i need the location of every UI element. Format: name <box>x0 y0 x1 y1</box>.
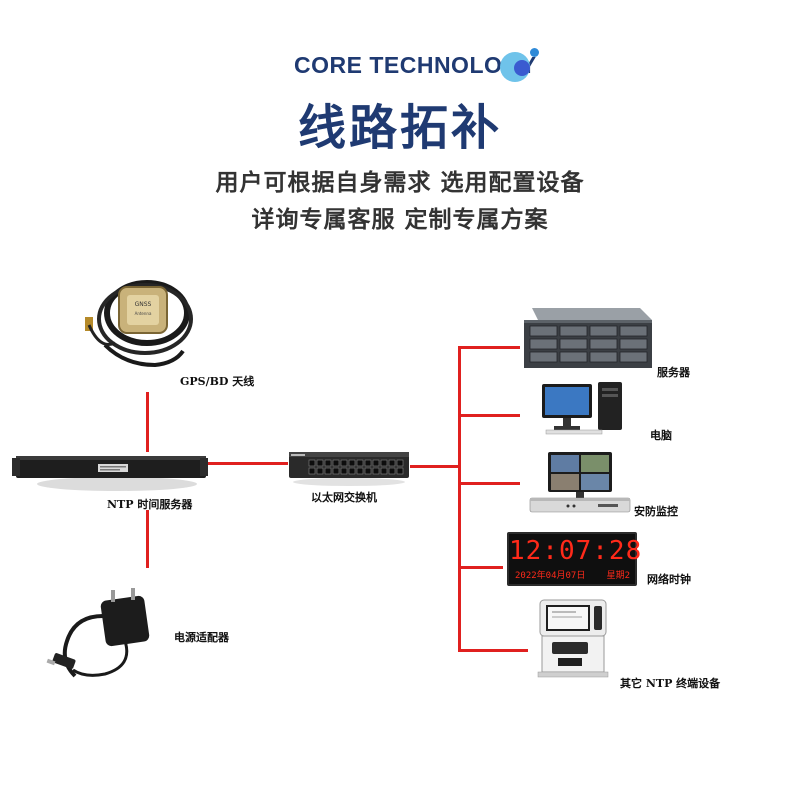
server-drive-bay <box>619 325 648 337</box>
switch-port <box>356 467 364 475</box>
network-clock-display: 12:07:28 2022年04月07日 星期2 <box>507 532 643 586</box>
svg-text:GNSS: GNSS <box>135 301 152 308</box>
link-bus-terminal <box>458 649 528 652</box>
switch-port <box>364 459 372 467</box>
switch-port <box>340 459 348 467</box>
link-ntp-switch <box>202 462 288 465</box>
svg-text:Antenna: Antenna <box>135 311 152 316</box>
link-switch-bus <box>410 465 460 468</box>
switch-port <box>332 467 340 475</box>
subtitle-line-2: 详询专属客服 定制专属方案 <box>251 207 549 233</box>
clock-label: 网络时钟 <box>647 573 691 586</box>
server-label: 服务器 <box>657 366 690 379</box>
server-drive-bay <box>619 351 648 363</box>
clock-date-text: 2022年04月07日 <box>515 571 586 581</box>
switch-port <box>396 459 404 467</box>
switch-port <box>364 467 372 475</box>
clock-time-text: 12:07:28 <box>509 536 643 566</box>
switch-port <box>380 459 388 467</box>
switch-port <box>380 467 388 475</box>
link-bus-pc <box>458 414 520 417</box>
brand-logo-text: CORE TECHNOLOGY <box>294 52 537 78</box>
gps-antenna-label: GPS/BD 天线 <box>180 375 255 388</box>
server-drive-bay <box>559 338 588 350</box>
switch-port <box>396 467 404 475</box>
server-drive-bay <box>589 325 618 337</box>
switch-port <box>356 459 364 467</box>
switch-port <box>308 467 316 475</box>
switch-port <box>348 459 356 467</box>
link-bus-security <box>458 482 520 485</box>
switch-port <box>372 467 380 475</box>
switch-port <box>308 459 316 467</box>
brand-logo-dots-icon <box>500 44 550 82</box>
terminal-label: 其它 NTP 终端设备 <box>620 677 721 690</box>
server-drive-bay <box>529 325 558 337</box>
switch-port <box>316 459 324 467</box>
gps-antenna-icon: GNSS Antenna <box>85 280 193 368</box>
ntp-server-label: NTP 时间服务器 <box>107 498 193 511</box>
pc-label: 电脑 <box>650 429 672 442</box>
desktop-pc-icon <box>542 382 622 435</box>
server-drive-bay <box>529 351 558 363</box>
link-bus-server <box>458 346 520 349</box>
switch-port <box>340 467 348 475</box>
power-adapter-icon <box>46 588 150 678</box>
ethernet-switch-icon <box>289 452 409 486</box>
power-adapter-label: 电源适配器 <box>174 631 229 644</box>
rack-server-icon <box>524 308 652 368</box>
switch-port <box>324 459 332 467</box>
server-drive-bay <box>619 338 648 350</box>
link-bus-clock <box>458 566 503 569</box>
switch-port <box>388 467 396 475</box>
switch-port <box>316 467 324 475</box>
switch-port <box>388 459 396 467</box>
clock-weekday-text: 星期2 <box>606 571 630 581</box>
ntp-server-icon <box>12 456 208 491</box>
server-drive-bay <box>559 325 588 337</box>
switch-port <box>324 467 332 475</box>
security-monitor-icon <box>529 452 631 513</box>
bus-vertical <box>458 346 461 651</box>
subtitle-line-1: 用户可根据自身需求 选用配置设备 <box>215 170 585 196</box>
switch-port <box>348 467 356 475</box>
link-ntp-power <box>146 510 149 568</box>
ntp-terminal-kiosk-icon <box>537 599 609 678</box>
switch-port <box>332 459 340 467</box>
switch-port <box>372 459 380 467</box>
ethernet-switch-label: 以太网交换机 <box>311 491 377 504</box>
page-title: 线路拓补 <box>297 100 502 156</box>
server-drive-bay <box>559 351 588 363</box>
server-drive-bay <box>589 351 618 363</box>
security-label: 安防监控 <box>634 505 678 518</box>
link-gps-ntp <box>146 392 149 452</box>
server-drive-bay <box>589 338 618 350</box>
server-drive-bay <box>529 338 558 350</box>
